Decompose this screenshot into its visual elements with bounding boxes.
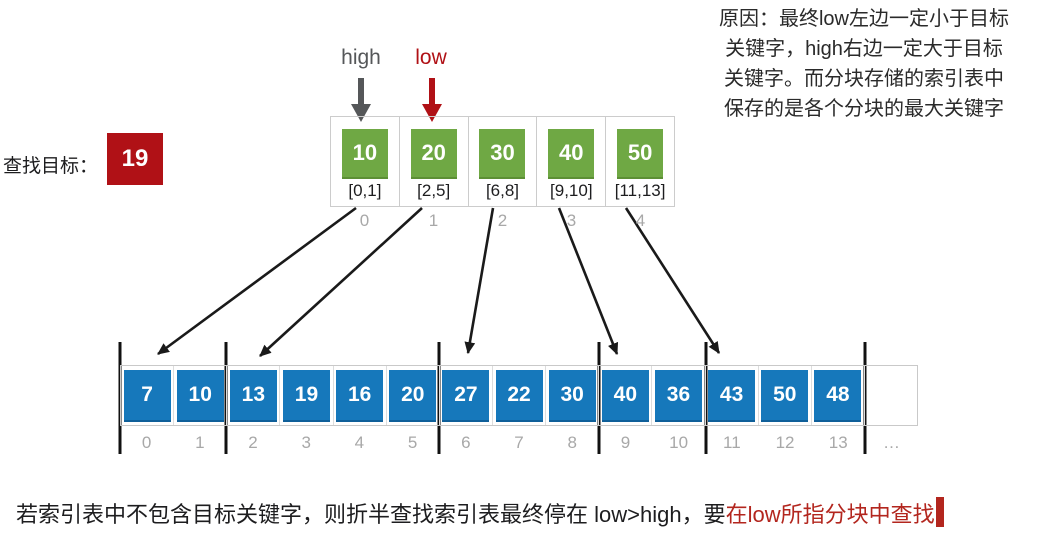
explanation-line: 关键字。而分块存储的索引表中 xyxy=(724,68,1004,90)
array-position-label: 2 xyxy=(248,433,258,452)
array-value-box: 50 xyxy=(761,369,809,422)
index-range: [11,13] xyxy=(614,181,666,200)
array-value-box: 10 xyxy=(176,369,224,422)
array-cell: 48 xyxy=(810,366,864,425)
array-position-label: 5 xyxy=(407,433,418,452)
array-position-label: 13 xyxy=(828,433,848,452)
index-key-box: 50 xyxy=(617,129,664,179)
array-cell: 16 xyxy=(332,366,386,425)
array-position-label: 0 xyxy=(141,433,152,452)
array-cell: 43 xyxy=(704,366,758,425)
array-position-label: 11 xyxy=(723,433,741,452)
index-table: 10 [0,1] 20 [2,5] 30 [6,8] 40 [9,10] 50 … xyxy=(330,116,675,207)
array-position-label: 10 xyxy=(669,433,689,452)
array-value-box: 27 xyxy=(442,369,490,422)
array-position-label: 9 xyxy=(620,433,631,452)
low-label: low xyxy=(415,46,447,69)
index-cell: 40 [9,10] xyxy=(536,117,605,206)
array-position-label: 7 xyxy=(514,433,524,452)
array-position-label: 1 xyxy=(195,433,205,452)
array-position-label: … xyxy=(882,433,900,452)
index-key-box: 10 xyxy=(341,129,388,179)
explanation-line: 关键字，high右边一定大于目标 xyxy=(725,38,1003,60)
array-value-box: 13 xyxy=(229,369,277,422)
array-value-box: 22 xyxy=(495,369,543,422)
array-cell: 19 xyxy=(279,366,332,425)
array-cell: 13 xyxy=(226,366,279,425)
array-cell: 27 xyxy=(438,366,492,425)
array-cell: 50 xyxy=(757,366,811,425)
index-cell: 20 [2,5] xyxy=(398,117,468,206)
conclusion-red-text: 在low所指分块中查找 xyxy=(725,502,935,527)
array-cell: 22 xyxy=(491,366,545,425)
array-value-box: 19 xyxy=(282,369,330,422)
index-position-label: 4 xyxy=(635,211,646,230)
array-position-label: 8 xyxy=(567,433,577,452)
array-cell: 40 xyxy=(598,366,651,425)
array-value-box: 30 xyxy=(548,369,596,422)
index-position-label: 3 xyxy=(566,211,577,230)
high-label: high xyxy=(341,46,381,69)
array-value-box: 7 xyxy=(123,369,171,422)
conclusion-text: 若索引表中不包含目标关键字，则折半查找索引表最终停在 low>high，要在lo… xyxy=(16,497,944,529)
index-cell: 30 [6,8] xyxy=(467,117,537,206)
main-array-indices: 0 1 2 3 4 5 6 7 8 9 10 11 12 13 … xyxy=(120,433,918,453)
array-position-label: 6 xyxy=(461,433,471,452)
array-cell-empty xyxy=(863,366,917,425)
array-value-box: 20 xyxy=(389,369,437,422)
array-value-box: 48 xyxy=(814,369,862,422)
array-cell: 36 xyxy=(651,366,704,425)
array-value-box: 43 xyxy=(708,369,756,422)
block-pointer-arrow-icon xyxy=(157,206,357,356)
array-value-box: 36 xyxy=(654,369,702,422)
array-cell: 7 xyxy=(121,366,173,425)
explanation-line: 原因：最终low左边一定小于目标 xyxy=(718,8,1009,30)
array-cell: 20 xyxy=(385,366,439,425)
array-value-box: 16 xyxy=(336,369,384,422)
index-key-box: 20 xyxy=(410,129,457,179)
index-range: [2,5] xyxy=(417,181,451,200)
explanation-line: 保存的是各个分块的最大关键字 xyxy=(724,98,1004,120)
index-position-label: 1 xyxy=(428,211,439,230)
red-caret xyxy=(935,497,944,527)
index-key-box: 40 xyxy=(548,129,595,179)
conclusion-black-text: 若索引表中不包含目标关键字，则折半查找索引表最终停在 low>high，要 xyxy=(16,502,726,527)
array-cell: 10 xyxy=(173,366,226,425)
array-cell: 30 xyxy=(545,366,598,425)
array-position-label: 4 xyxy=(354,433,365,452)
index-range: [0,1] xyxy=(348,181,382,200)
index-cell: 10 [0,1] xyxy=(331,117,399,206)
index-range: [9,10] xyxy=(550,181,593,200)
index-cell: 50 [11,13] xyxy=(605,117,674,206)
array-position-label: 12 xyxy=(775,433,795,452)
explanation-text: 原因：最终low左边一定小于目标 关键字，high右边一定大于目标 关键字。而分… xyxy=(688,4,1040,124)
array-position-label: 3 xyxy=(301,433,311,452)
target-label: 查找目标： xyxy=(3,156,99,177)
index-key-box: 30 xyxy=(479,129,526,179)
index-position-label: 0 xyxy=(359,211,370,230)
index-range: [6,8] xyxy=(485,181,520,200)
main-array: 7 10 13 19 16 20 27 22 30 40 36 43 50 48 xyxy=(120,365,918,426)
target-value-box: 19 xyxy=(107,133,163,185)
index-table-indices: 0 1 2 3 4 xyxy=(330,211,675,231)
array-value-box: 40 xyxy=(601,369,649,422)
index-position-label: 2 xyxy=(497,211,508,230)
